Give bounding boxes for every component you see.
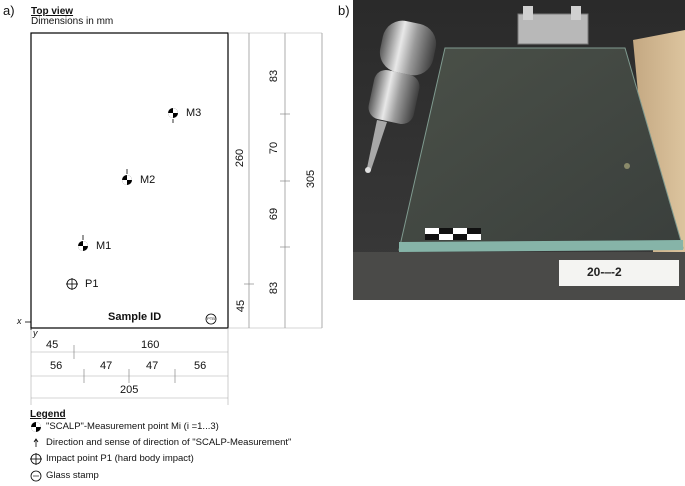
panel-a-letter: a) <box>3 3 15 18</box>
dim-label-160: 160 <box>141 339 160 351</box>
sample-id-label: Sample ID <box>108 311 162 323</box>
legend-text-scalp-point: "SCALP"-Measurement point Mi (i =1...3) <box>46 421 219 432</box>
sample-label-card-text: 20-‒-2 <box>587 265 622 279</box>
glass-edge <box>399 240 683 252</box>
dim-label-305: 305 <box>305 169 318 189</box>
panel-b-letter: b) <box>338 3 350 18</box>
glass-stamp-marker <box>205 313 217 325</box>
dimensions-subtitle: Dimensions in mm <box>31 16 114 27</box>
dim-label-45-horizontal: 45 <box>46 339 59 351</box>
axis-x-label: x <box>17 316 22 326</box>
legend-title: Legend <box>30 409 66 420</box>
dim-label-260: 260 <box>234 148 247 168</box>
photo-drawing <box>353 0 685 300</box>
impactor-cylinder-top <box>379 20 437 76</box>
checkerboard-scale <box>425 228 481 240</box>
top-view-title: Top view <box>31 6 74 17</box>
dim-label-47-a: 47 <box>100 360 113 372</box>
glass-mark <box>624 163 630 169</box>
legend-text-direction: Direction and sense of direction of "SCA… <box>46 437 292 448</box>
impact-point-icon <box>30 453 42 465</box>
dim-label-56-left: 56 <box>50 360 63 372</box>
scalp-measurement-point-icon <box>31 422 41 432</box>
glass-stamp-icon <box>30 470 42 482</box>
photo-glass-specimen: 20-‒-2 <box>353 0 685 300</box>
dim-label-70: 70 <box>268 141 281 155</box>
axis-y-label: y <box>33 328 38 338</box>
dim-label-45-vertical: 45 <box>235 299 248 313</box>
impactor-tip-point <box>365 167 371 173</box>
legend-text-impact-point: Impact point P1 (hard body impact) <box>46 453 194 464</box>
clamp-bolt-right <box>571 6 581 20</box>
impactor-tip <box>367 120 387 170</box>
label-p1: P1 <box>85 278 99 290</box>
legend-text-glass-stamp: Glass stamp <box>46 470 99 481</box>
dim-label-69: 69 <box>268 207 281 221</box>
impactor-cylinder-body <box>368 69 420 125</box>
dim-label-56-right: 56 <box>194 360 207 372</box>
measurement-point-m1 <box>78 235 88 251</box>
dim-label-47-b: 47 <box>146 360 159 372</box>
glass-plate-outline <box>30 32 229 329</box>
dim-label-83-top: 83 <box>268 69 281 83</box>
label-m1: M1 <box>96 240 112 252</box>
dim-label-205: 205 <box>120 384 139 396</box>
measurement-point-m3 <box>168 108 178 123</box>
label-m3: M3 <box>186 107 202 119</box>
glass-stamp-text: PTB <box>207 316 215 321</box>
dim-label-83-bottom: 83 <box>268 281 281 295</box>
measurement-point-m2 <box>122 169 132 185</box>
clamp-bolt-left <box>523 6 533 20</box>
impact-point-p1 <box>66 278 78 290</box>
direction-arrow-icon <box>33 438 39 447</box>
label-m2: M2 <box>140 174 156 186</box>
top-view-diagram <box>25 32 323 405</box>
sample-label-card <box>559 260 679 286</box>
